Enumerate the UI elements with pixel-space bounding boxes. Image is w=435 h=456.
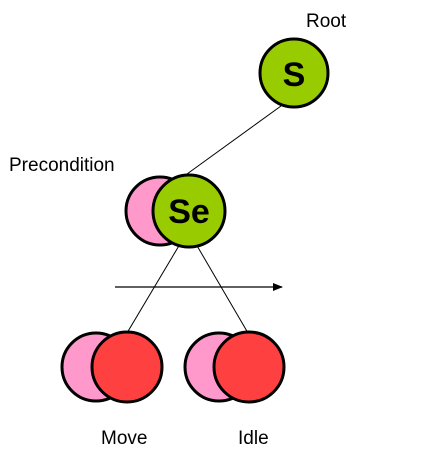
precondition-label: Precondition xyxy=(9,155,115,176)
move-label: Move xyxy=(101,428,147,449)
idle-node xyxy=(183,330,286,404)
root-node: S xyxy=(258,37,330,109)
idle-action-circle xyxy=(212,330,286,404)
move-action-circle xyxy=(90,330,164,404)
selector-node-symbol: Se xyxy=(168,193,210,231)
selector-circle xyxy=(151,173,227,249)
selector-node: Se xyxy=(124,173,227,249)
root-label: Root xyxy=(306,11,347,32)
idle-label: Idle xyxy=(238,428,269,449)
edge-root-to-selector xyxy=(186,105,282,175)
root-node-symbol: S xyxy=(283,56,306,94)
edge-selector-to-move xyxy=(126,243,181,334)
edge-selector-to-idle xyxy=(195,243,249,334)
move-node xyxy=(60,330,164,404)
root-node-circle xyxy=(258,37,330,109)
